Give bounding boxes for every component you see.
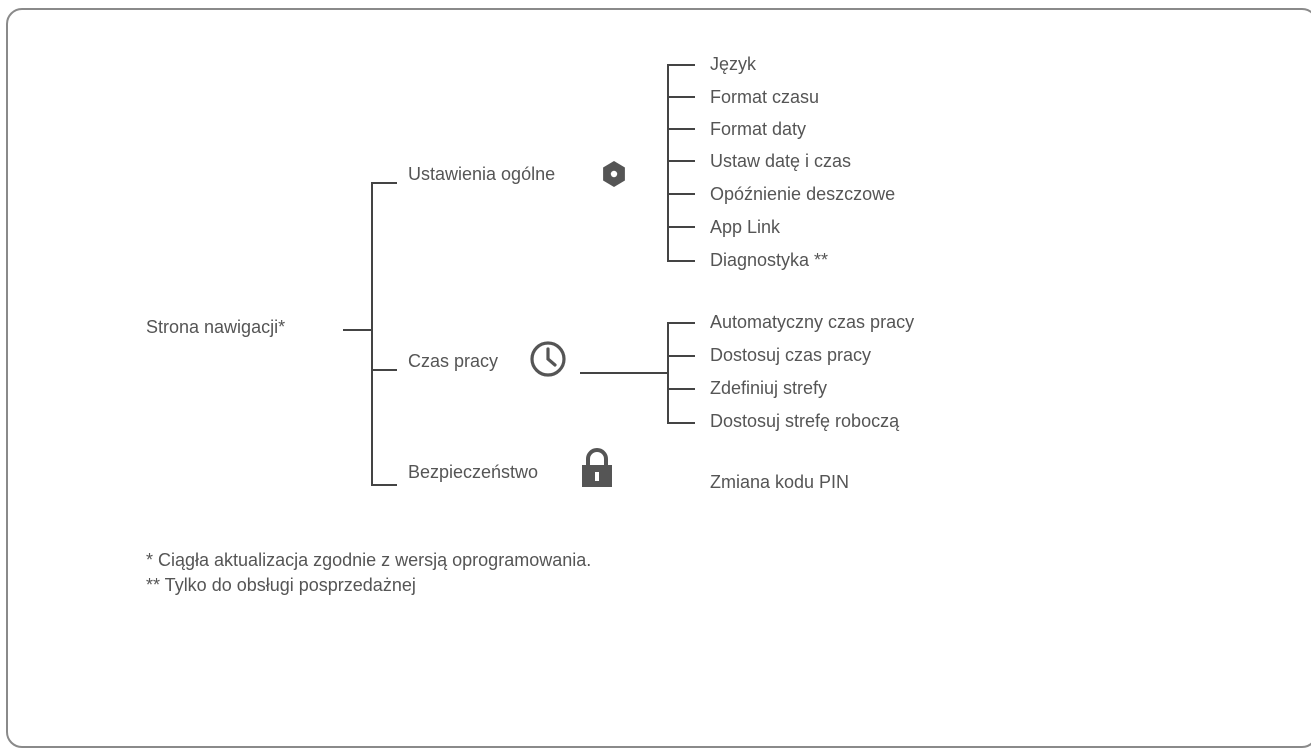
root-label: Strona nawigacji* bbox=[146, 317, 286, 337]
branch-label-security: Bezpieczeństwo bbox=[408, 462, 539, 482]
general-trunk bbox=[667, 64, 669, 262]
general-item-time-format: Format czasu bbox=[710, 87, 820, 107]
general-item-diagnostics: Diagnostyka ** bbox=[710, 250, 829, 270]
branch-connector-security bbox=[371, 484, 397, 486]
footnote-software: * Ciągła aktualizacja zgodnie z wersją o… bbox=[146, 550, 592, 570]
worktime-item-auto: Automatyczny czas pracy bbox=[710, 312, 915, 332]
branch-connector-general bbox=[371, 182, 397, 184]
general-tick bbox=[667, 260, 695, 262]
general-tick bbox=[667, 160, 695, 162]
general-item-date-format: Format daty bbox=[710, 119, 807, 139]
worktime-connector bbox=[580, 372, 667, 374]
diagram-frame bbox=[6, 8, 1311, 748]
general-tick bbox=[667, 128, 695, 130]
worktime-item-adjust-zone: Dostosuj strefę roboczą bbox=[710, 411, 900, 431]
general-item-app-link: App Link bbox=[710, 217, 781, 237]
gear-icon bbox=[603, 161, 625, 187]
general-tick bbox=[667, 96, 695, 98]
general-item-language: Język bbox=[710, 54, 757, 74]
general-tick bbox=[667, 193, 695, 195]
worktime-item-define-zones: Zdefiniuj strefy bbox=[710, 378, 828, 398]
footnote-aftersales: ** Tylko do obsługi posprzedażnej bbox=[146, 575, 416, 595]
root-trunk bbox=[371, 182, 373, 486]
general-item-rain-delay: Opóźnienie deszczowe bbox=[710, 184, 896, 204]
worktime-tick bbox=[667, 355, 695, 357]
clock-icon bbox=[530, 341, 566, 377]
general-item-set-date-time: Ustaw datę i czas bbox=[710, 151, 852, 171]
worktime-tick bbox=[667, 322, 695, 324]
branch-label-general: Ustawienia ogólne bbox=[408, 164, 556, 184]
lock-icon bbox=[582, 448, 612, 487]
root-connector bbox=[343, 329, 373, 331]
worktime-tick bbox=[667, 388, 695, 390]
worktime-trunk bbox=[667, 322, 669, 424]
worktime-item-adjust: Dostosuj czas pracy bbox=[710, 345, 872, 365]
branch-connector-worktime bbox=[371, 369, 397, 371]
branch-label-worktime: Czas pracy bbox=[408, 351, 499, 371]
worktime-tick bbox=[667, 422, 695, 424]
general-tick bbox=[667, 226, 695, 228]
security-item-change-pin: Zmiana kodu PIN bbox=[710, 472, 850, 492]
general-tick bbox=[667, 64, 695, 66]
